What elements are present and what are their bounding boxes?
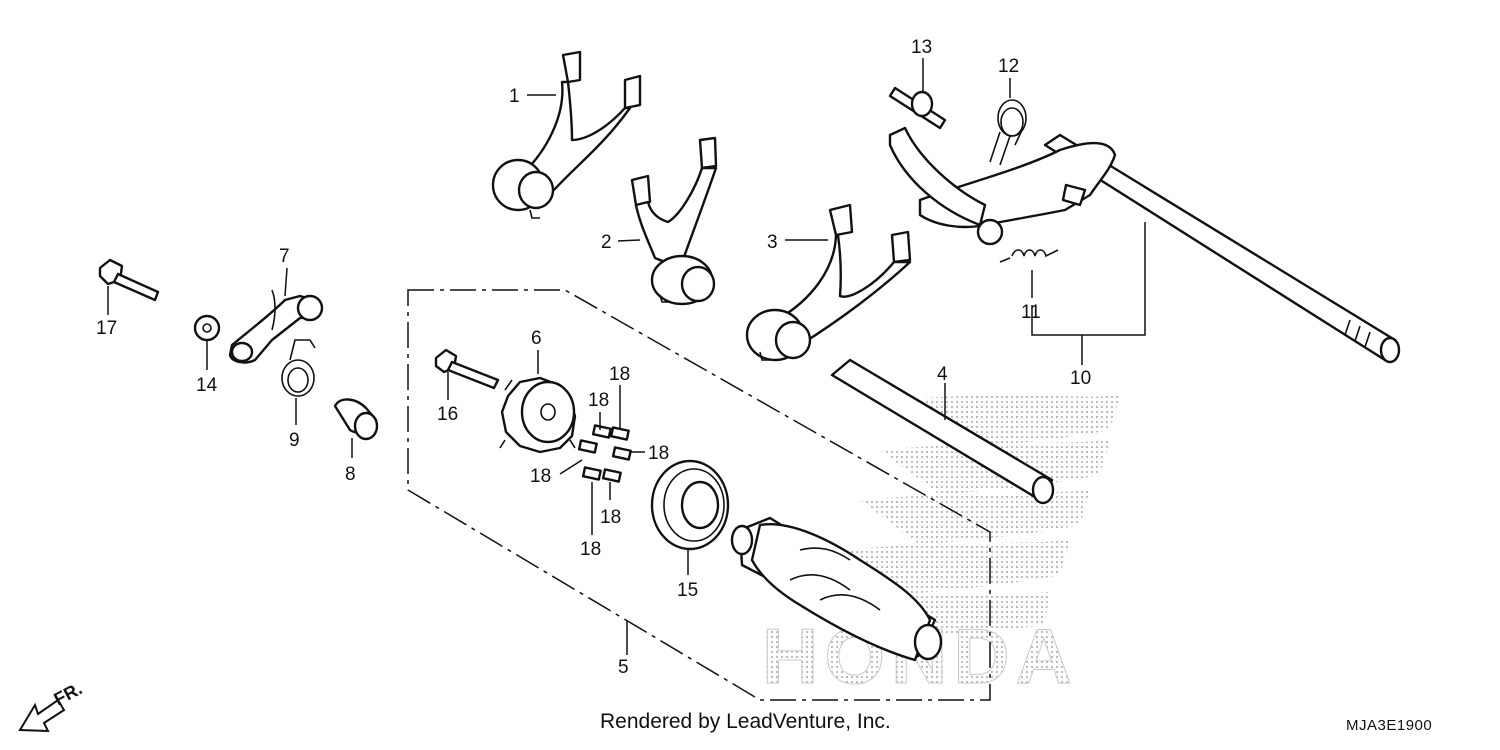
- callout-2: 2: [601, 232, 612, 253]
- torsion-spring-12: [989, 99, 1027, 166]
- gearshift-spindle-10: [888, 126, 1401, 364]
- callout-18-e: 18: [600, 507, 621, 528]
- diagram-code: MJA3E1900: [1346, 717, 1433, 734]
- callout-18-f: 18: [580, 539, 601, 560]
- dowel-pins-18: [577, 424, 632, 483]
- leader-lines: [107, 58, 1146, 655]
- callout-18-b: 18: [588, 390, 609, 411]
- callout-1: 1: [509, 86, 520, 107]
- callout-11: 11: [1021, 302, 1041, 323]
- callout-10: 10: [1070, 368, 1091, 389]
- callout-12: 12: [998, 56, 1019, 77]
- drum-center-6: [499, 376, 577, 454]
- return-spring-11: [999, 249, 1059, 263]
- callout-18-c: 18: [648, 443, 669, 464]
- shift-fork-2: [630, 136, 718, 306]
- callouts: 1 2 3 4 5 6 7 8 9 10 11 12 13 14 15 16 1…: [96, 37, 1091, 678]
- callout-18-a: 18: [609, 364, 630, 385]
- bolt-16: [434, 348, 500, 390]
- fork-shaft-4: [830, 358, 1055, 505]
- credit-text: Rendered by LeadVenture, Inc.: [600, 710, 891, 733]
- shift-fork-1: [491, 50, 642, 219]
- callout-3: 3: [767, 232, 778, 253]
- bolt-17: [98, 258, 160, 302]
- callout-7: 7: [279, 246, 290, 267]
- callout-8: 8: [345, 464, 356, 485]
- bearing-15: [650, 459, 730, 551]
- callout-4: 4: [937, 364, 948, 385]
- stopper-arm-7: [228, 289, 324, 364]
- callout-17: 17: [96, 318, 117, 339]
- callout-9: 9: [289, 430, 300, 451]
- callout-15: 15: [677, 580, 698, 601]
- callout-18-d: 18: [530, 466, 551, 487]
- shift-fork-3: [745, 203, 912, 362]
- callout-5: 5: [618, 657, 629, 678]
- washer-14: [193, 314, 221, 342]
- collar-8: [333, 398, 379, 441]
- pin-13: [888, 86, 947, 130]
- callout-13: 13: [911, 37, 932, 58]
- callout-16: 16: [437, 404, 458, 425]
- shift-drum: [730, 516, 943, 662]
- assembly-outline-5: [407, 289, 991, 701]
- stopper-spring-9: [281, 339, 316, 397]
- callout-6: 6: [531, 328, 542, 349]
- callout-14: 14: [196, 375, 218, 396]
- front-direction-arrow: FR.: [18, 678, 85, 733]
